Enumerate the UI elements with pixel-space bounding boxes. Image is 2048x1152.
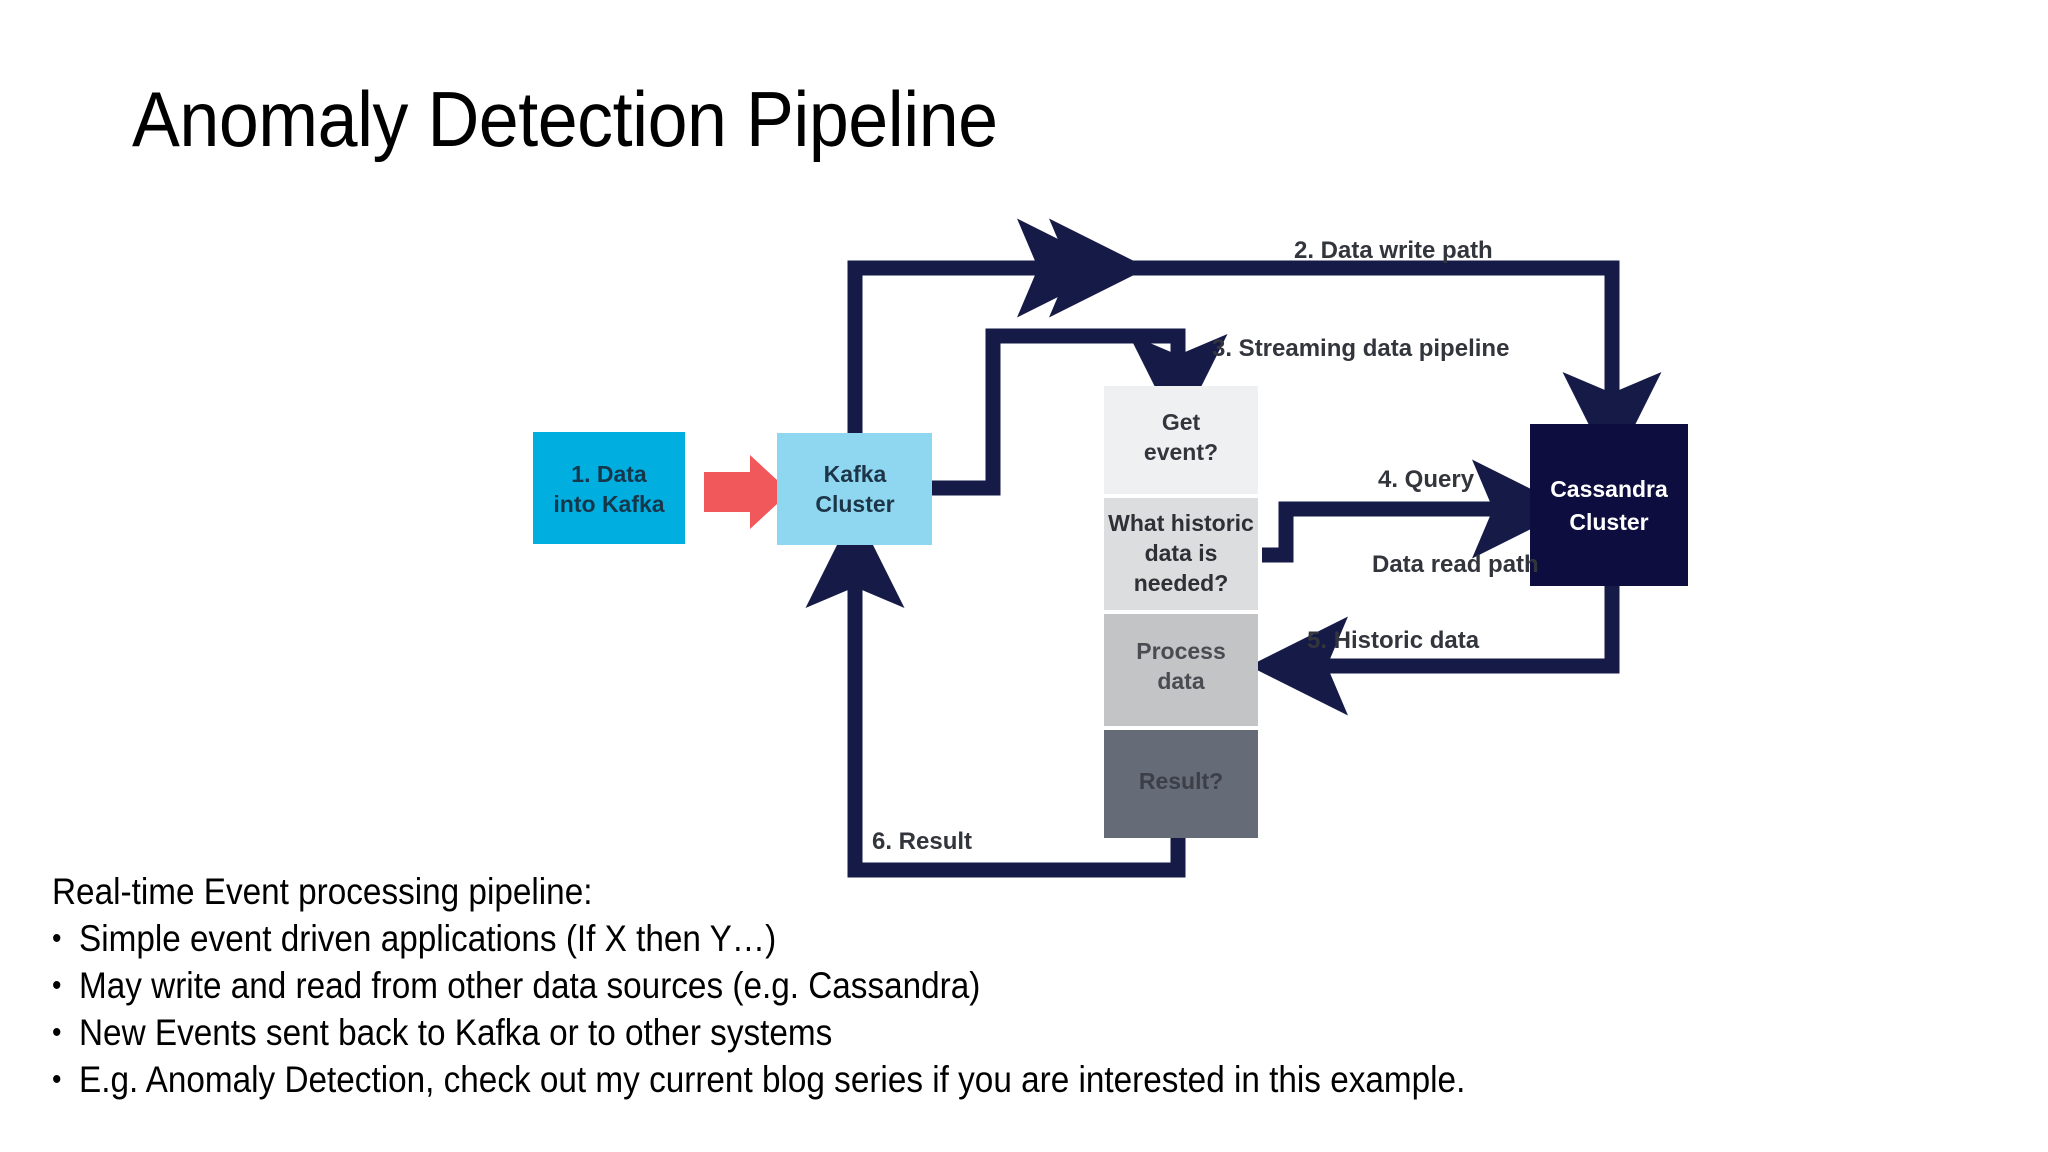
node-label-cassandra-cluster-line2: Cluster — [1569, 509, 1648, 535]
node-get-event — [1104, 386, 1258, 494]
node-label-get-event-line1: Get — [1162, 409, 1201, 435]
edge-result — [805, 509, 1186, 878]
edge-historic-data — [1249, 585, 1620, 716]
node-label-kafka-cluster-line1: Kafka — [824, 461, 887, 487]
node-label-process-data-line1: Process — [1136, 638, 1226, 664]
edge-label-streaming-data-pipeline: 3. Streaming data pipeline — [1212, 335, 1509, 362]
node-label-result: Result? — [1139, 768, 1223, 794]
node-label-data-into-kafka-line2: into Kafka — [553, 491, 664, 517]
bullet-marker-icon: • — [52, 922, 62, 955]
edge-query-data-read-path — [1262, 459, 1571, 563]
node-label-get-event-line2: event? — [1144, 439, 1218, 465]
node-label-what-historic-data-line3: needed? — [1134, 570, 1229, 596]
node-cassandra-cluster — [1530, 424, 1688, 586]
list-item-text: Simple event driven applications (If X t… — [79, 918, 777, 959]
body-lead-line: Real-time Event processing pipeline: — [52, 871, 593, 912]
bullet-marker-icon: • — [52, 1016, 62, 1049]
red-flow-arrow — [704, 455, 790, 529]
list-item: • New Events sent back to Kafka or to ot… — [52, 1009, 1582, 1056]
node-kafka-cluster — [777, 433, 932, 545]
list-item: • Simple event driven applications (If X… — [52, 915, 1582, 962]
list-item: • E.g. Anomaly Detection, check out my c… — [52, 1056, 1582, 1103]
node-what-historic-data — [1104, 498, 1258, 610]
diagram-edges — [805, 218, 1662, 878]
edge-streaming-data-pipeline — [932, 328, 1228, 496]
node-label-data-into-kafka-line1: 1. Data — [571, 461, 647, 487]
node-label-process-data-line2: data — [1157, 668, 1205, 694]
list-item-text: New Events sent back to Kafka or to othe… — [79, 1012, 833, 1053]
node-label-what-historic-data-line2: data is — [1145, 540, 1218, 566]
edge-data-write-path — [847, 260, 1662, 471]
list-item-text: E.g. Anomaly Detection, check out my cur… — [79, 1059, 1466, 1100]
edge-label-result: 6. Result — [872, 828, 972, 855]
node-labels: 1. Data into Kafka Kafka Cluster Get eve… — [553, 409, 1668, 794]
bullet-marker-icon: • — [52, 1063, 62, 1096]
bullet-marker-icon: • — [52, 969, 62, 1002]
node-label-what-historic-data-line1: What historic — [1108, 510, 1254, 536]
edge-labels: 2. Data write path 3. Streaming data pip… — [872, 237, 1539, 855]
node-data-into-kafka — [533, 432, 685, 544]
page-title: Anomaly Detection Pipeline — [132, 75, 998, 163]
node-label-cassandra-cluster-line1: Cassandra — [1550, 476, 1668, 502]
list-item: • May write and read from other data sou… — [52, 962, 1582, 1009]
node-result — [1104, 730, 1258, 838]
node-process-data — [1104, 614, 1258, 726]
body-text-block: Real-time Event processing pipeline: • S… — [52, 868, 1752, 1103]
edge-label-query: 4. Query — [1378, 466, 1475, 493]
edge-label-data-read-path: Data read path — [1372, 551, 1539, 578]
edge-label-historic-data: 5. Historic data — [1307, 627, 1480, 654]
edge-label-data-write-path: 2. Data write path — [1294, 237, 1493, 264]
anomaly-detection-pipeline-diagram: 1. Data into Kafka Kafka Cluster Get eve… — [533, 218, 1688, 878]
node-label-kafka-cluster-line2: Cluster — [815, 491, 894, 517]
list-item-text: May write and read from other data sourc… — [79, 965, 981, 1006]
